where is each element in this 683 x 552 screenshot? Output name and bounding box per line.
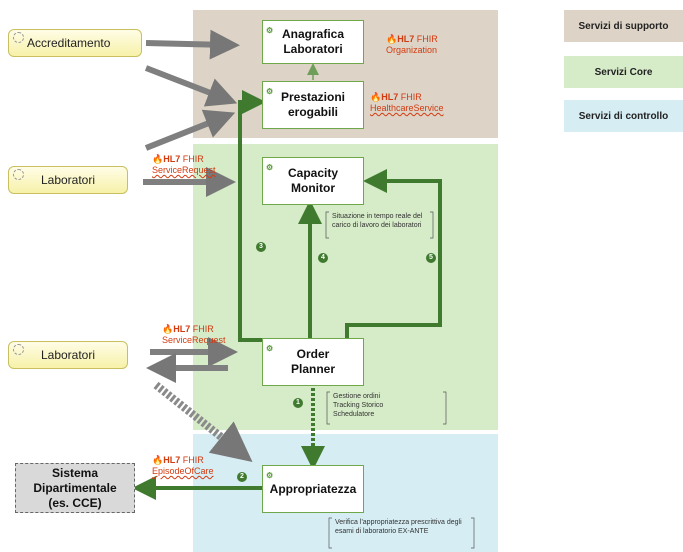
order-label: Order Planner	[290, 347, 335, 376]
laboratori-2-label: Laboratori	[40, 348, 96, 362]
appropriatezza-label: Appropriatezza	[269, 481, 357, 496]
arrow-step-3	[238, 90, 275, 342]
appropriatezza-note: Verifica l'appropriatezza prescrittiva d…	[335, 519, 462, 535]
hl7-fire-icon: 🔥	[152, 154, 164, 164]
brace-capacity-left	[325, 211, 329, 239]
actor-icon	[13, 32, 24, 43]
arrow-accreditamento-anagrafica	[145, 29, 240, 60]
hl7-fire-icon: 🔥	[162, 324, 174, 334]
component-icon: ⚙	[266, 471, 274, 480]
sistema-dipartimentale-box[interactable]: Sistema Dipartimentale (es. CCE)	[15, 463, 135, 513]
component-icon: ⚙	[266, 163, 274, 172]
component-icon: ⚙	[266, 344, 274, 353]
step-3-badge: 3	[256, 242, 266, 252]
step-5-badge: 5	[426, 253, 436, 263]
laboratori-1-label: Laboratori	[40, 173, 96, 187]
fhir-healthcare-service: 🔥HL7 FHIR HealthcareService	[370, 92, 444, 113]
legend-core-label: Servizi Core	[594, 66, 653, 78]
arrow-accreditamento-prestazioni	[144, 65, 238, 107]
capacity-label: Capacity Monitor	[287, 166, 339, 195]
arrow-laboratori-prestazioni	[144, 109, 236, 151]
brace-capacity-right	[430, 211, 434, 239]
episode-of-care-resource: EpisodeOfCare	[152, 466, 214, 476]
arrow-step-5	[345, 169, 442, 340]
anagrafica-label: Anagrafica Laboratori	[281, 27, 345, 56]
fhir-service-request-1: 🔥HL7 FHIR ServiceRequest	[152, 154, 216, 175]
actor-icon	[13, 169, 24, 180]
laboratori-actor-2[interactable]: Laboratori	[8, 341, 128, 369]
legend-core: Servizi Core	[564, 56, 683, 88]
hl7-fire-icon: 🔥	[152, 455, 164, 465]
fhir-organization: 🔥HL7 FHIR Organization	[386, 34, 438, 55]
accreditamento-label: Accreditamento	[27, 36, 111, 50]
component-icon: ⚙	[266, 26, 274, 35]
brace-order-right	[443, 391, 447, 425]
brace-order-left	[326, 391, 330, 425]
capacity-monitor-box[interactable]: ⚙ Capacity Monitor	[262, 157, 364, 205]
fhir-episode-of-care: 🔥HL7 FHIR EpisodeOfCare	[152, 455, 214, 476]
brace-appropriatezza-right	[471, 517, 475, 549]
service-request-resource-1: ServiceRequest	[152, 165, 216, 175]
order-note: Gestione ordini Tracking Storico Schedul…	[333, 393, 384, 418]
brace-appropriatezza-left	[328, 517, 332, 549]
hl7-fire-icon: 🔥	[386, 34, 398, 44]
hl7-fire-icon: 🔥	[370, 92, 382, 102]
laboratori-actor-1[interactable]: Laboratori	[8, 166, 128, 194]
legend-support-label: Servizi di supporto	[578, 20, 669, 32]
organization-resource: Organization	[386, 45, 438, 55]
order-planner-box[interactable]: ⚙ Order Planner	[262, 338, 364, 386]
legend-control-label: Servizi di controllo	[578, 110, 669, 122]
anagrafica-laboratori-box[interactable]: ⚙ Anagrafica Laboratori	[262, 20, 364, 64]
sistema-label: Sistema Dipartimentale (es. CCE)	[33, 465, 117, 510]
prestazioni-label: Prestazioni erogabili	[280, 90, 346, 119]
legend-support: Servizi di supporto	[564, 10, 683, 42]
healthcare-service-resource: HealthcareService	[370, 103, 444, 113]
service-request-resource-2: ServiceRequest	[162, 335, 226, 345]
actor-icon	[13, 344, 24, 355]
step-4-badge: 4	[318, 253, 328, 263]
component-icon: ⚙	[266, 87, 274, 96]
arrow-order-sistema-dotted	[153, 381, 253, 462]
capacity-note: Situazione in tempo reale del carico di …	[332, 213, 423, 229]
step-1-badge: 1	[293, 398, 303, 408]
appropriatezza-box[interactable]: ⚙ Appropriatezza	[262, 465, 364, 513]
step-2-badge: 2	[237, 472, 247, 482]
fhir-service-request-2: 🔥HL7 FHIR ServiceRequest	[162, 324, 226, 345]
accreditamento-actor[interactable]: Accreditamento	[8, 29, 142, 57]
prestazioni-erogabili-box[interactable]: ⚙ Prestazioni erogabili	[262, 81, 364, 129]
legend-control: Servizi di controllo	[564, 100, 683, 132]
